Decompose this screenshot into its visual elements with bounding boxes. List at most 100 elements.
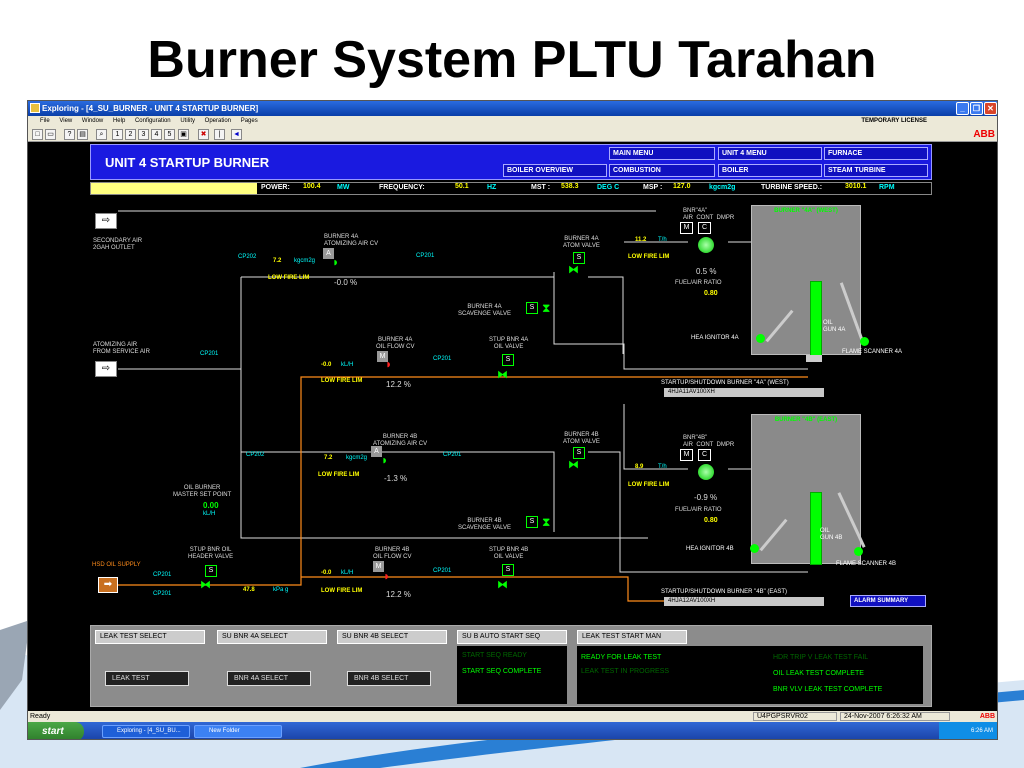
- burner-4a-furnace-title: BURNER "4A" (WEST): [774, 208, 838, 214]
- burner-4a-scavenge-valve[interactable]: ⧗: [542, 301, 551, 315]
- piping-diagram: [118, 210, 808, 602]
- nav-steam-turbine[interactable]: STEAM TURBINE: [824, 164, 928, 177]
- power-unit: MW: [337, 184, 350, 191]
- burner-4b-oil-m-box[interactable]: M: [373, 561, 384, 572]
- burner-4a-atom-cv[interactable]: ◗: [332, 255, 340, 269]
- burner-4a-atom-valve-s-box[interactable]: S: [573, 252, 585, 264]
- search-icon[interactable]: ⌕: [96, 129, 107, 140]
- nav-combustion[interactable]: COMBUSTION: [609, 164, 715, 177]
- burner-4a-dmpr-c-box[interactable]: C: [698, 222, 711, 234]
- menu-help[interactable]: Help: [112, 118, 126, 124]
- minimize-icon[interactable]: _: [956, 102, 969, 115]
- burner-4a-oil-valve[interactable]: ⧓: [497, 369, 508, 381]
- turbine-speed-unit: RPM: [879, 184, 895, 191]
- burner-4b-scavenge-valve[interactable]: ⧗: [542, 515, 551, 529]
- cp201-header-1: CP201: [153, 572, 172, 578]
- burner-4b-air-damper[interactable]: [698, 464, 714, 480]
- leak-test-button[interactable]: LEAK TEST: [105, 671, 189, 686]
- menu-pages[interactable]: Pages: [240, 118, 258, 124]
- burner-4b-atom-auto-box[interactable]: A: [371, 446, 382, 457]
- burner-4a-dmpr-m-box[interactable]: M: [680, 222, 693, 234]
- save-icon[interactable]: ▣: [178, 129, 189, 140]
- burner-4b-oil-lowfire: LOW FIRE LIM: [321, 588, 363, 594]
- print-icon[interactable]: ▤: [77, 129, 88, 140]
- start-button[interactable]: start: [28, 722, 84, 739]
- bnr-4a-select-button[interactable]: BNR 4A SELECT: [227, 671, 311, 686]
- burner-4a-oil-pct: 12.2 %: [386, 380, 411, 389]
- burner-4b-air-lowfire: LOW FIRE LIM: [628, 482, 670, 488]
- menu-view[interactable]: View: [59, 118, 73, 124]
- burner-4b-oil-cv[interactable]: ◗: [383, 569, 391, 583]
- cancel-icon[interactable]: ✖: [198, 129, 209, 140]
- burner-4a-oil-cv[interactable]: ◗: [385, 357, 393, 371]
- burner-4a-oil-lowfire: LOW FIRE LIM: [321, 378, 363, 384]
- burner-4a-oil-m-box[interactable]: M: [377, 351, 388, 362]
- header-valve-s-box[interactable]: S: [205, 565, 217, 577]
- burner-4a-tag[interactable]: 4HJA11AV100XH: [664, 388, 824, 397]
- nav-furnace[interactable]: FURNACE: [824, 147, 928, 160]
- close-icon[interactable]: ✕: [984, 102, 997, 115]
- open-icon[interactable]: ▭: [45, 129, 56, 140]
- nav-boiler-overview[interactable]: BOILER OVERVIEW: [503, 164, 607, 177]
- burner-4a-oil-valve-label: STUP BNR 4A OIL VALVE: [489, 337, 529, 350]
- power-label: POWER:: [261, 184, 290, 191]
- page-5-button[interactable]: 5: [164, 129, 175, 140]
- page-2-button[interactable]: 2: [125, 129, 136, 140]
- burner-4a-oil-valve-s-box[interactable]: S: [502, 354, 514, 366]
- help-icon[interactable]: ?: [64, 129, 75, 140]
- burner-4b-dmpr-c-box[interactable]: C: [698, 449, 711, 461]
- burner-4b-scanner-label: FLAME SCANNER 4B: [836, 561, 897, 567]
- hsd-oil-supply-arrow[interactable]: ➡: [98, 577, 118, 593]
- menu-file[interactable]: File: [40, 118, 50, 124]
- task-exploring[interactable]: Exploring - [4_SU_BU...: [102, 725, 190, 738]
- menu-configuration[interactable]: Configuration: [134, 118, 171, 124]
- burner-4b-air-unit: T/h: [658, 464, 667, 470]
- status-datetime: 24-Nov-2007 6:26:32 AM: [840, 712, 950, 721]
- burner-4b-dmpr-m-box[interactable]: M: [680, 449, 693, 461]
- burner-4b-atom-valve-s-box[interactable]: S: [573, 447, 585, 459]
- header-valve[interactable]: ⧓: [200, 579, 211, 591]
- burner-4a-air-damper[interactable]: [698, 237, 714, 253]
- burner-4a-scanner-label: FLAME SCANNER 4A: [842, 349, 903, 355]
- burner-4b-atom-cv[interactable]: ◗: [381, 453, 389, 467]
- nav-unit4-menu[interactable]: UNIT 4 MENU: [718, 147, 822, 160]
- unit-header: UNIT 4 STARTUP BURNER BOILER OVERVIEW MA…: [90, 144, 932, 180]
- burner-4a-atom-unit: kgcm2g: [294, 258, 316, 264]
- nav-main-menu[interactable]: MAIN MENU: [609, 147, 715, 160]
- burner-4b-oil-valve[interactable]: ⧓: [497, 579, 508, 591]
- auto-start-status-box: [457, 646, 567, 704]
- burner-4b-tag[interactable]: 4HJA12AV100XH: [664, 597, 824, 606]
- new-icon[interactable]: □: [32, 129, 43, 140]
- restore-icon[interactable]: ❐: [970, 102, 983, 115]
- page-4-button[interactable]: 4: [151, 129, 162, 140]
- mst-unit: DEG C: [597, 184, 620, 191]
- burner-4b-atom-pct: -1.3 %: [384, 474, 408, 483]
- start-seq-complete: START SEQ COMPLETE: [462, 668, 542, 675]
- su-bnr-4a-select-header: SU BNR 4A SELECT: [217, 630, 327, 644]
- page-1-button[interactable]: 1: [112, 129, 123, 140]
- page-3-button[interactable]: 3: [138, 129, 149, 140]
- atomizing-air-arrow: ⇨: [95, 361, 117, 377]
- burner-4b-scavenge-s-box[interactable]: S: [526, 516, 538, 528]
- menu-window[interactable]: Window: [81, 118, 104, 124]
- alarm-summary-button[interactable]: ALARM SUMMARY: [850, 595, 926, 607]
- burner-4b-atom-valve[interactable]: ⧓: [568, 459, 579, 471]
- burner-4a-scavenge-label: BURNER 4A SCAVENGE VALVE: [458, 304, 512, 317]
- menu-utility[interactable]: Utility: [180, 118, 195, 124]
- back-arrow-icon[interactable]: ◄: [231, 129, 242, 140]
- burner-4a-atom-auto-box[interactable]: A: [323, 248, 334, 259]
- burner-4a-scavenge-s-box[interactable]: S: [526, 302, 538, 314]
- burner-4a-atom-valve[interactable]: ⧓: [568, 264, 579, 276]
- nav-boiler[interactable]: BOILER: [718, 164, 822, 177]
- burner-4b-furnace: BURNER "4B" (EAST): [751, 414, 866, 565]
- bnr-4b-select-button[interactable]: BNR 4B SELECT: [347, 671, 431, 686]
- mst-value: 538.3: [561, 183, 579, 190]
- burner-4a-air-dmpr-label: BNR"4A" AIR CONT DMPR: [683, 208, 735, 221]
- cp201-header-2: CP201: [153, 591, 172, 597]
- menu-operation[interactable]: Operation: [204, 118, 232, 124]
- burner-4b-oil-gun: [810, 492, 822, 565]
- msp-label: MSP :: [643, 184, 663, 191]
- burner-4a-oil-flow: -0.0: [321, 362, 332, 368]
- burner-4b-oil-valve-s-box[interactable]: S: [502, 564, 514, 576]
- task-new-folder[interactable]: New Folder: [194, 725, 282, 738]
